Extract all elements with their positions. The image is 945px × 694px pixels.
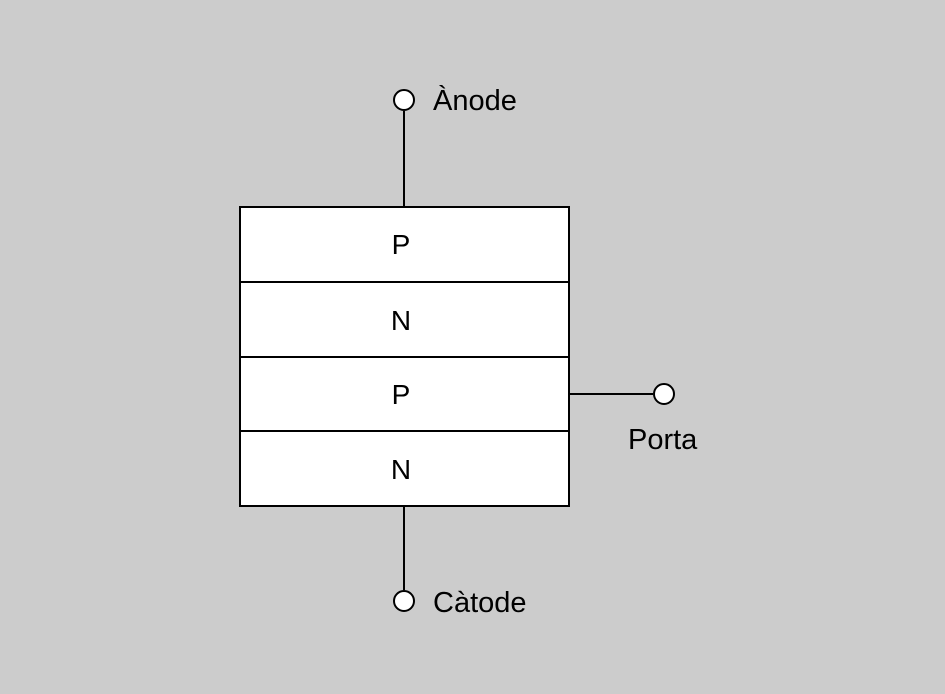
layer-1-label: P xyxy=(392,229,411,260)
layer-2-box xyxy=(239,281,570,358)
layer-3-label: P xyxy=(392,379,411,410)
cathode-terminal-icon xyxy=(393,590,415,612)
anode-label: Ànode xyxy=(433,84,517,117)
layer-2-label: N xyxy=(391,305,411,336)
anode-terminal-icon xyxy=(393,89,415,111)
cathode-label: Càtode xyxy=(433,587,527,619)
layer-4-label: N xyxy=(391,454,411,485)
layer-4-box xyxy=(239,430,570,507)
gate-label: Porta xyxy=(628,424,698,456)
layer-stack: P N P N xyxy=(239,206,570,507)
gate-terminal-icon xyxy=(653,383,675,405)
